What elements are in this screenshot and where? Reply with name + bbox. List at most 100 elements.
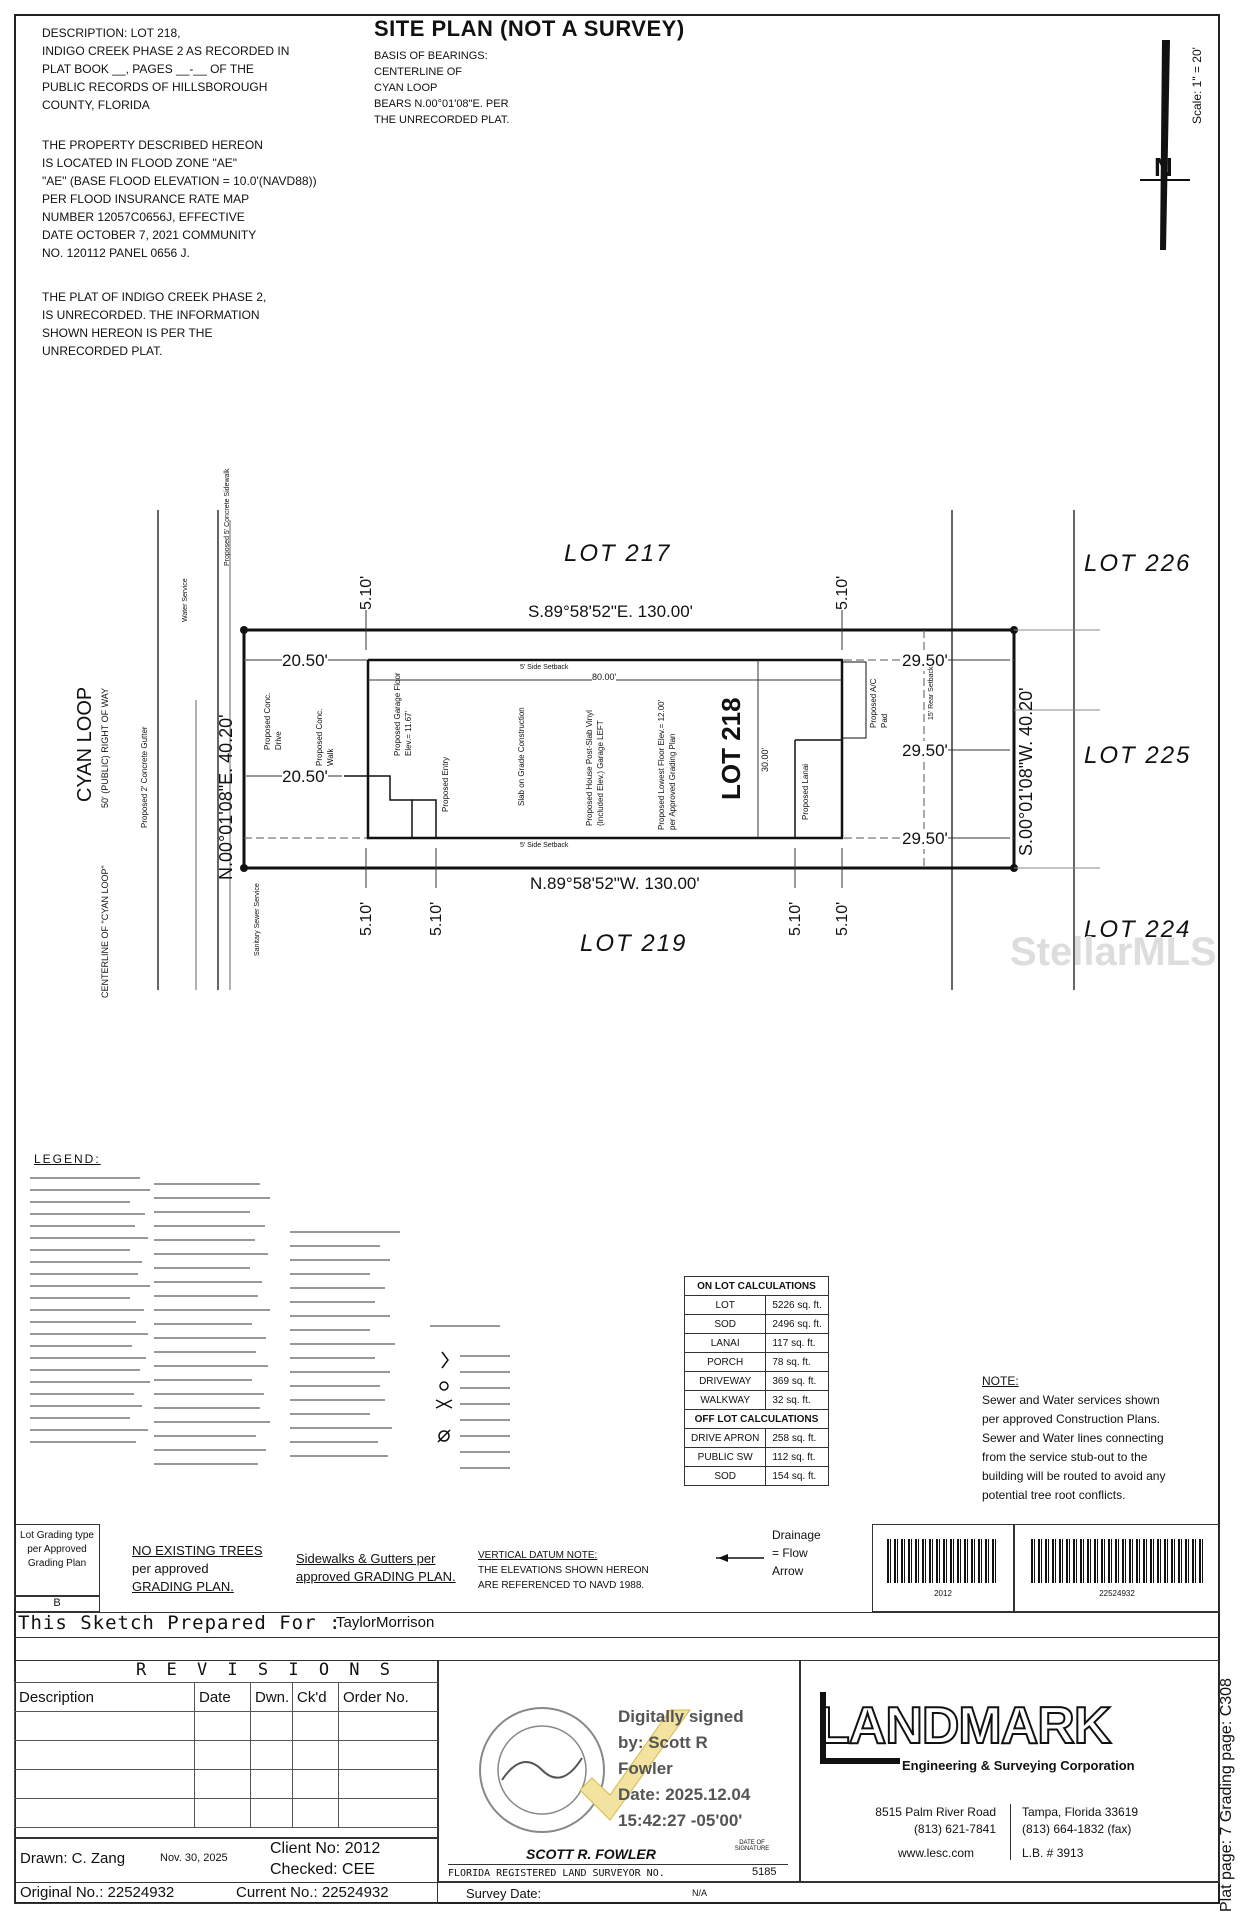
watermark: StellarMLS bbox=[1010, 930, 1217, 974]
drawing-info-block bbox=[14, 1838, 438, 1904]
north-arrow-icon bbox=[1140, 40, 1190, 250]
water-service-label: Water Service bbox=[182, 578, 189, 622]
logo-bar bbox=[820, 1692, 826, 1762]
bearing-right: S.00°01'08"W. 40.20' bbox=[1016, 687, 1036, 856]
address-divider bbox=[1010, 1804, 1011, 1860]
lot-description: DESCRIPTION: LOT 218,INDIGO CREEK PHASE … bbox=[42, 26, 290, 112]
prepared-for-bar bbox=[14, 1612, 1220, 1638]
surveyor-block bbox=[438, 1660, 800, 1882]
revisions-title: R E V I S I O N S bbox=[136, 1660, 395, 1680]
dim-front-2050-top: 20.50' bbox=[282, 651, 328, 671]
signature-line bbox=[448, 1864, 788, 1865]
house-note: Proposed House Post-Slab Vinyl (Included… bbox=[585, 710, 605, 826]
barcode-box-order: 22524932 bbox=[1014, 1524, 1220, 1612]
dim-bottom-510-b: 5.10' bbox=[428, 901, 445, 936]
lot-225-label: LOT 225 bbox=[1084, 742, 1192, 769]
date-of-signature-label: DATE OF SIGNATURE bbox=[734, 1840, 770, 1852]
rear-setback-note: 15' Rear Setback bbox=[928, 666, 935, 720]
flow-arrow-icon bbox=[716, 1554, 764, 1562]
rev-col-order: Order No. bbox=[338, 1682, 439, 1712]
off-lot-header: OFF LOT CALCULATIONS bbox=[684, 1409, 829, 1429]
garage-note: Proposed Garage Floor Elev.= 11.67' bbox=[393, 672, 413, 756]
legend-title: LEGEND: bbox=[34, 1152, 101, 1166]
bearing-top: S.89°58'52"E. 130.00' bbox=[528, 602, 693, 621]
city-block: Tampa, Florida 33619(813) 664-1832 (fax) bbox=[1022, 1805, 1139, 1836]
legend-block bbox=[30, 1177, 510, 1469]
entry-note: Proposed Entry bbox=[441, 756, 450, 812]
lot-219-label: LOT 219 bbox=[580, 930, 688, 957]
lot-grading-value: B bbox=[14, 1596, 100, 1612]
checked-by: Checked: CEE bbox=[270, 1861, 375, 1878]
lanai-note: Proposed Lanai bbox=[801, 763, 810, 820]
table-row bbox=[14, 1740, 439, 1770]
drawn-date: Nov. 30, 2025 bbox=[160, 1852, 228, 1864]
dim-rear-2950-mid: 29.50' bbox=[902, 741, 948, 761]
rev-col-description: Description bbox=[14, 1682, 195, 1712]
walk-note: Proposed Conc. Walk bbox=[315, 708, 335, 766]
surveyor-seal-icon bbox=[479, 1707, 605, 1833]
company-block bbox=[800, 1660, 1220, 1882]
datum-note: VERTICAL DATUM NOTE:THE ELEVATIONS SHOWN… bbox=[478, 1550, 649, 1591]
dim-bottom-510-a: 5.10' bbox=[358, 901, 375, 936]
surveyor-title: FLORIDA REGISTERED LAND SURVEYOR NO. bbox=[448, 1868, 665, 1879]
current-number: Current No.: 22524932 bbox=[236, 1884, 389, 1901]
drive-note: Proposed Conc. Drive bbox=[263, 692, 283, 750]
lot-224-label: LOT 224 bbox=[1084, 916, 1192, 943]
road-label: CYAN LOOP bbox=[74, 686, 96, 802]
side-setback-top: 5' Side Setback bbox=[520, 664, 569, 671]
side-setback-bottom: 5' Side Setback bbox=[520, 842, 569, 849]
company-subtitle: Engineering & Surveying Corporation bbox=[902, 1758, 1135, 1773]
gutter-label: Proposed 2' Concrete Gutter bbox=[140, 726, 149, 828]
survey-date-label: Survey Date: bbox=[466, 1886, 542, 1901]
dim-house-width: 30.00' bbox=[760, 747, 770, 772]
north-label: N bbox=[1154, 152, 1173, 182]
barcode-order bbox=[1031, 1539, 1203, 1583]
license-number: L.B. # 3913 bbox=[1022, 1846, 1084, 1860]
surveyor-name: SCOTT R. FOWLER bbox=[526, 1846, 656, 1862]
lot-218-label: LOT 218 bbox=[716, 697, 746, 800]
table-row bbox=[14, 1769, 439, 1799]
sewer-service-label: Sanitary Sewer Service bbox=[254, 883, 261, 956]
dim-top-left-510: 5.10' bbox=[358, 575, 375, 610]
dim-house-length: 80.00' bbox=[592, 672, 617, 682]
table-row bbox=[14, 1711, 439, 1741]
rev-col-date: Date bbox=[194, 1682, 251, 1712]
company-logo: LANDMARK bbox=[817, 1696, 1112, 1756]
page-reference: Plat page: 7 Grading page: C308 bbox=[1218, 1678, 1235, 1912]
dim-rear-2950-bottom: 29.50' bbox=[902, 829, 948, 849]
logo-underline bbox=[820, 1758, 900, 1764]
number-bar bbox=[14, 1882, 1220, 1904]
drawn-by: Drawn: C. Zang bbox=[20, 1850, 126, 1867]
ac-pad-note: Proposed A/C Pad bbox=[869, 678, 889, 728]
dim-rear-2950-top: 29.50' bbox=[902, 651, 948, 671]
surveyor-number: 5185 bbox=[752, 1866, 777, 1878]
survey-date-value: N/A bbox=[692, 1888, 708, 1898]
barcode-client bbox=[887, 1539, 999, 1583]
rev-col-ckd: Ck'd bbox=[292, 1682, 339, 1712]
page-title: SITE PLAN (NOT A SURVEY) bbox=[374, 16, 685, 41]
revisions-table: Description Date Dwn. Ck'd Order No. bbox=[14, 1682, 439, 1828]
barcode-box-client: 2012 bbox=[872, 1524, 1014, 1612]
dim-top-right-510: 5.10' bbox=[834, 575, 851, 610]
company-website[interactable]: www.lesc.com bbox=[898, 1846, 975, 1860]
sidewalk-label: Proposed 5' Concrete Sidewalk bbox=[224, 468, 231, 566]
plan-sheet bbox=[14, 14, 1220, 1904]
centerline-label: CENTERLINE OF "CYAN LOOP" bbox=[100, 865, 110, 998]
table-row bbox=[14, 1798, 439, 1828]
bearing-left: N.00°01'08"E. 40.20' bbox=[216, 714, 236, 880]
